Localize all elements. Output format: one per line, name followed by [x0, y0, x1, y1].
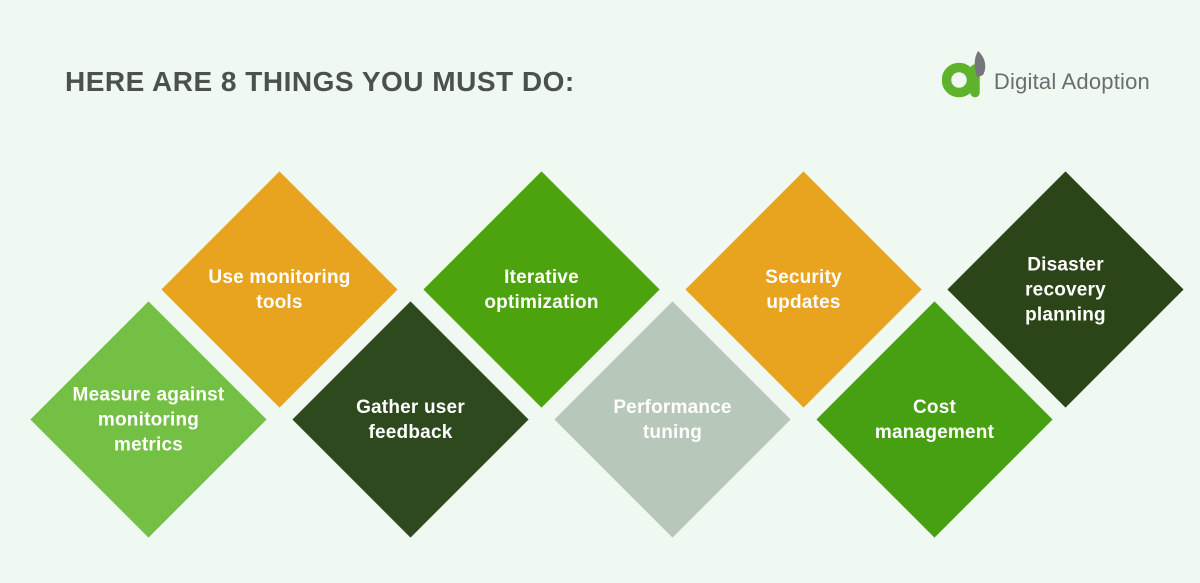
diamond-label: Cost management — [874, 395, 994, 442]
digital-adoption-a-leaf-icon — [941, 51, 986, 98]
diamond-label: Iterative optimization — [483, 265, 599, 312]
logo-text: Digital Adoption — [993, 69, 1150, 94]
digital-adoption-logo: Digital Adoption — [941, 50, 1150, 98]
diamond-label: Performance tuning — [612, 395, 732, 442]
diamond-label: Gather user feedback — [355, 395, 465, 442]
diamond-label: Measure against monitoring metrics — [72, 383, 224, 455]
page-title: HERE ARE 8 THINGS YOU MUST DO: — [65, 66, 575, 97]
diamond-label: Disaster recovery planning — [1024, 253, 1106, 325]
diamond-label: Security updates — [764, 265, 842, 312]
diamond-label: Use monitoring tools — [207, 265, 351, 312]
